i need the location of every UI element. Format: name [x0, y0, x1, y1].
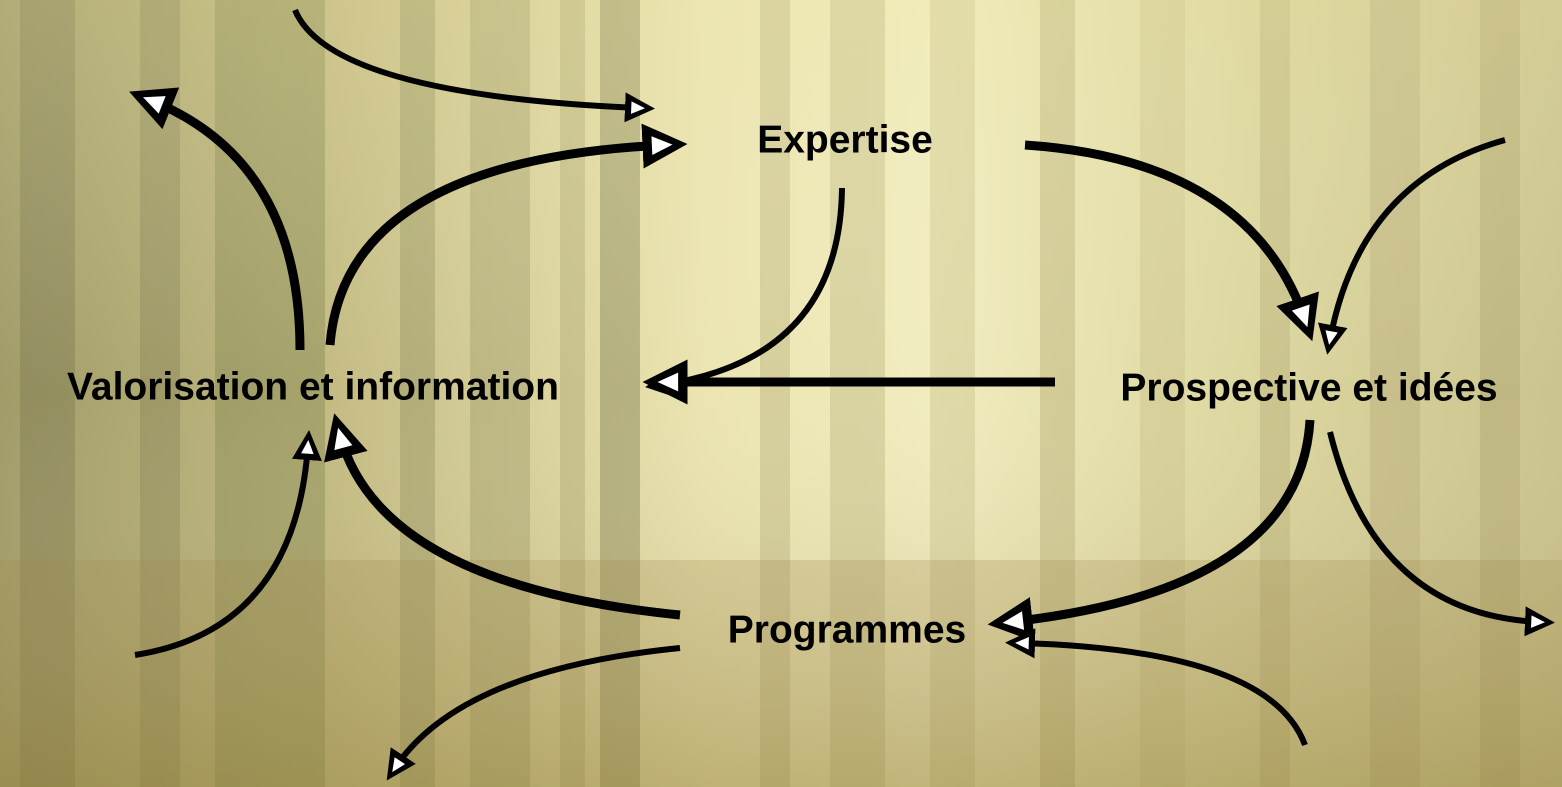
arrow-incoming-bottom-left-to-valorisation	[134, 430, 322, 658]
node-prospective-et-idees: Prospective et idées	[1120, 366, 1498, 410]
arrow-incoming-bottom-right-to-programmes	[1005, 628, 1308, 747]
node-expertise: Expertise	[757, 118, 933, 162]
arrow-programmes-to-valorisation	[324, 413, 681, 620]
arrow-prospective-to-programmes	[987, 419, 1315, 642]
arrow-incoming-top-right-to-prospective	[1318, 137, 1506, 355]
arrow-expertise-to-prospective	[1024, 140, 1319, 342]
arrow-programmes-out-down-left	[386, 645, 681, 781]
arrow-incoming-top-to-expertise	[292, 8, 655, 123]
node-programmes: Programmes	[727, 608, 967, 652]
node-valorisation-et-information: Valorisation et information	[67, 365, 559, 409]
arrow-expertise-to-valorisation	[645, 187, 845, 398]
arrow-valorisation-out-up-left	[129, 87, 305, 351]
arrow-prospective-out-down-right	[1327, 431, 1555, 637]
arrow-valorisation-to-expertise	[325, 123, 688, 346]
